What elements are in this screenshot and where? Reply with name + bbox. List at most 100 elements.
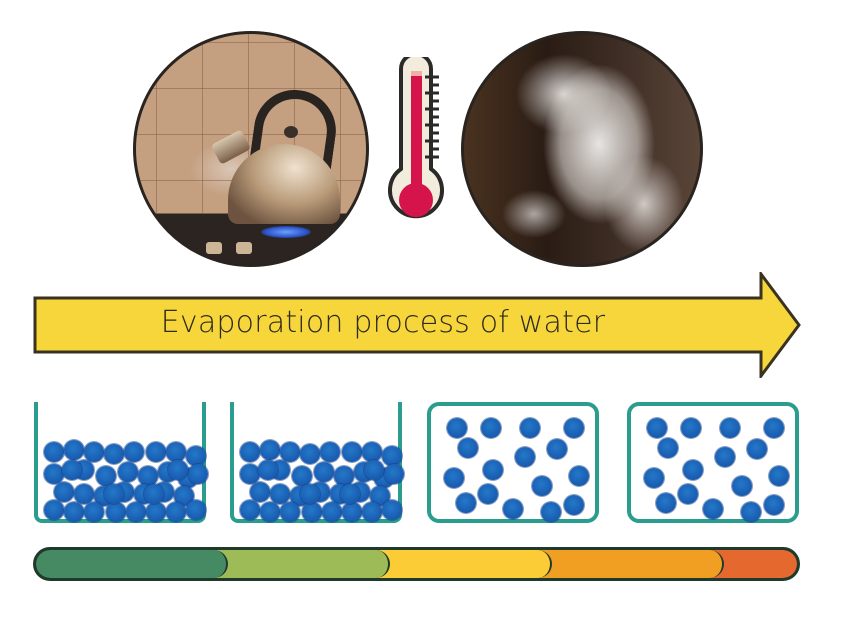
gas-container-1 <box>427 402 599 523</box>
water-molecule <box>146 442 166 462</box>
water-molecule <box>458 438 478 458</box>
thermometer-icon <box>388 57 444 219</box>
water-molecule <box>260 502 280 522</box>
water-molecule <box>144 484 164 504</box>
water-molecule <box>240 464 260 484</box>
water-molecule <box>166 442 186 462</box>
water-molecule <box>84 502 104 522</box>
water-molecule <box>240 500 260 520</box>
water-molecule <box>302 502 322 522</box>
stove-knob <box>236 242 252 254</box>
water-molecule <box>44 442 64 462</box>
water-molecule <box>547 439 567 459</box>
gas-container-2 <box>627 402 799 523</box>
water-molecule <box>270 484 290 504</box>
process-arrow <box>33 272 801 378</box>
water-molecule <box>280 442 300 462</box>
water-molecule <box>447 418 467 438</box>
water-molecule <box>741 502 761 522</box>
kettle-on-stove-image <box>133 31 369 267</box>
water-molecule <box>166 502 186 522</box>
water-molecule <box>258 460 278 480</box>
water-molecule <box>764 495 784 515</box>
water-molecule <box>683 460 703 480</box>
water-molecule <box>342 502 362 522</box>
temperature-segment <box>374 550 552 578</box>
water-molecule <box>478 484 498 504</box>
water-molecule <box>483 460 503 480</box>
water-molecule <box>320 442 340 462</box>
water-molecule <box>300 444 320 464</box>
kettle-lid-knob <box>284 126 298 138</box>
water-molecule <box>564 495 584 515</box>
water-molecule <box>146 502 166 522</box>
water-molecule <box>384 464 404 484</box>
water-molecule <box>188 464 208 484</box>
water-molecule <box>64 440 84 460</box>
water-molecule <box>104 484 124 504</box>
water-molecule <box>481 418 501 438</box>
water-molecule <box>342 442 362 462</box>
water-molecule <box>84 442 104 462</box>
water-molecule <box>54 482 74 502</box>
water-molecule <box>382 500 402 520</box>
water-molecule <box>732 476 752 496</box>
temperature-scale-bar <box>33 547 800 581</box>
water-molecule <box>569 466 589 486</box>
water-molecule <box>250 482 270 502</box>
water-molecule <box>541 502 561 522</box>
water-molecule <box>503 499 523 519</box>
water-molecule <box>720 418 740 438</box>
water-molecule <box>362 442 382 462</box>
water-molecule <box>74 484 94 504</box>
water-molecule <box>681 418 701 438</box>
water-molecule <box>532 476 552 496</box>
water-molecule <box>300 484 320 504</box>
water-molecule <box>64 502 84 522</box>
water-molecule <box>564 418 584 438</box>
water-molecule <box>186 446 206 466</box>
water-molecule <box>747 439 767 459</box>
water-molecule <box>62 460 82 480</box>
water-molecule <box>118 462 138 482</box>
arrow-label: Evaporation process of water <box>160 305 606 340</box>
water-molecule <box>292 466 312 486</box>
water-molecule <box>44 464 64 484</box>
water-molecule <box>769 466 789 486</box>
water-molecule <box>104 444 124 464</box>
water-molecule <box>168 460 188 480</box>
water-molecule <box>764 418 784 438</box>
water-molecule <box>364 460 384 480</box>
water-molecule <box>647 418 667 438</box>
temperature-segment <box>36 550 228 578</box>
water-molecule <box>362 502 382 522</box>
water-molecule <box>658 438 678 458</box>
water-molecule <box>456 493 476 513</box>
water-molecule <box>644 468 664 488</box>
water-molecule <box>240 442 260 462</box>
water-molecule <box>106 502 126 522</box>
water-molecule <box>515 447 535 467</box>
water-molecule <box>314 462 334 482</box>
water-molecule <box>382 446 402 466</box>
water-molecule <box>656 493 676 513</box>
water-molecule <box>138 466 158 486</box>
water-molecule <box>715 447 735 467</box>
water-molecule <box>186 500 206 520</box>
temperature-segment <box>212 550 390 578</box>
temperature-segment <box>536 550 724 578</box>
liquid-container-2 <box>230 402 404 523</box>
water-molecule <box>44 500 64 520</box>
steam-image <box>461 31 703 267</box>
water-molecule <box>340 484 360 504</box>
stove-knob <box>206 242 222 254</box>
water-molecule <box>520 418 540 438</box>
water-molecule <box>703 499 723 519</box>
water-molecule <box>260 440 280 460</box>
water-molecule <box>126 502 146 522</box>
water-molecule <box>96 466 116 486</box>
kettle-body <box>228 144 340 224</box>
gas-flame-icon <box>261 226 311 238</box>
water-molecule <box>124 442 144 462</box>
water-molecule <box>678 484 698 504</box>
